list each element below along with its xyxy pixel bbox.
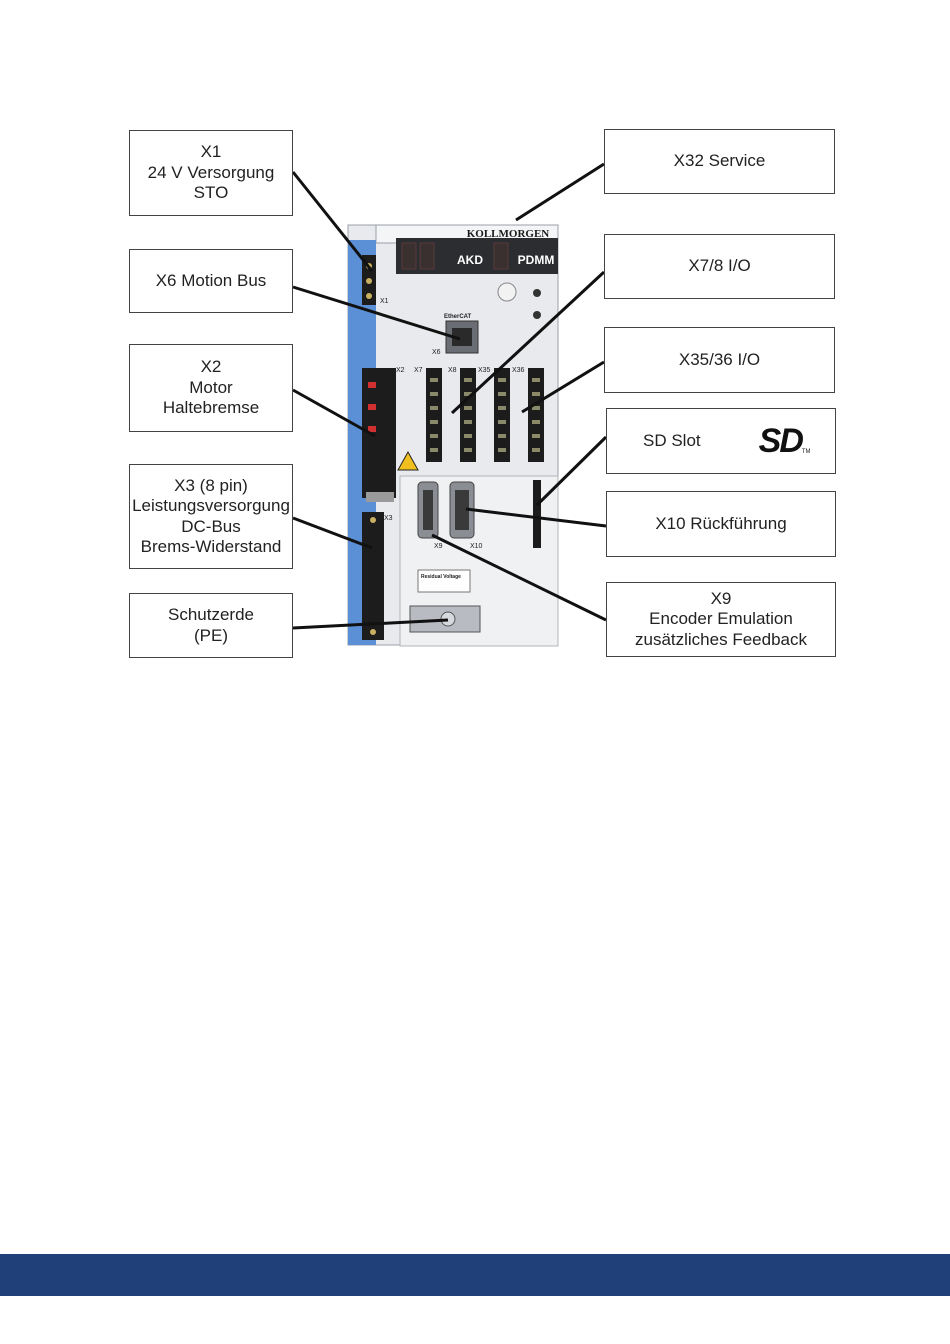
button-b1 <box>533 311 541 319</box>
rotary-switch <box>497 282 517 302</box>
ethercat-label: EtherCAT <box>444 314 472 320</box>
svg-text:X3: X3 <box>384 515 393 522</box>
callout-x6: X6 Motion Bus <box>129 249 293 313</box>
footer-bar <box>0 1254 950 1296</box>
svg-text:X9: X9 <box>434 543 443 550</box>
sd-logo-icon: SD <box>758 421 804 460</box>
callout-x9-line2: Encoder Emulation <box>649 609 793 629</box>
callout-x3536: X35/36 I/O <box>604 327 835 393</box>
callout-pe-line1: Schutzerde <box>168 605 254 624</box>
model-pdmm: PDMM <box>518 253 555 267</box>
sd-logo-tm: TM <box>801 448 811 455</box>
callout-x3-line3: DC-Bus <box>181 516 241 536</box>
sd-slot <box>533 480 541 548</box>
callout-x6-line1: X6 Motion Bus <box>155 270 267 290</box>
svg-text:X8: X8 <box>448 367 457 374</box>
leader-x1 <box>291 171 374 272</box>
callout-x78-line1: X7/8 I/O <box>688 256 751 276</box>
leader-x78 <box>450 270 606 415</box>
callout-x10: X10 Rückführung <box>606 491 836 557</box>
callout-sd: SD Slot SD TM <box>606 408 836 474</box>
svg-text:Residual Voltage: Residual Voltage <box>421 574 461 580</box>
callout-x1-line3: STO <box>193 183 229 203</box>
svg-text:X10: X10 <box>470 543 483 550</box>
leader-sd <box>535 435 608 507</box>
callout-x10-line1: X10 Rückführung <box>655 513 787 533</box>
callout-x1-line1: X1 <box>200 142 222 162</box>
leader-x2 <box>292 388 376 438</box>
callout-pe: Schutzerde (PE) <box>129 593 293 658</box>
connector-x7 <box>426 368 442 462</box>
leader-x9 <box>431 533 607 622</box>
callout-x9-line3: zusätzliches Feedback <box>635 629 807 649</box>
svg-text:X6: X6 <box>432 349 441 356</box>
callout-x3: X3 (8 pin) Leistungsversorgung DC-Bus Br… <box>129 464 293 569</box>
callout-x9: X9 Encoder Emulation zusätzliches Feedba… <box>606 582 836 657</box>
callout-x3-line4: Brems-Widerstand <box>140 537 282 556</box>
connector-x6 <box>445 320 479 354</box>
leader-x6 <box>292 285 461 341</box>
callout-x1-line2: 24 V Versorgung <box>147 162 275 182</box>
warning-triangle <box>397 450 419 471</box>
button-b2 <box>533 289 541 297</box>
svg-text:X7: X7 <box>414 367 423 374</box>
callout-x2-line3: Haltebremse <box>162 398 260 418</box>
svg-text:X2: X2 <box>396 367 405 374</box>
callout-pe-line2: (PE) <box>194 625 228 645</box>
leader-x3 <box>292 516 373 550</box>
callout-x32-line1: X32 Service <box>673 151 766 171</box>
callout-x3-line1: X3 (8 pin) <box>174 475 248 495</box>
callout-x1: X1 24 V Versorgung STO <box>129 130 293 216</box>
brand-logo: KOLLMORGEN <box>467 228 550 240</box>
svg-text:X35: X35 <box>478 367 491 374</box>
leader-pe <box>292 618 449 630</box>
callout-x32: X32 Service <box>604 129 835 194</box>
connector-x36 <box>528 368 544 462</box>
leader-x10 <box>465 507 607 528</box>
device-illustration: KOLLMORGEN AKD PDMM X1 EtherCAT X6 X2 X7… <box>291 162 608 647</box>
callout-x3536-line1: X35/36 I/O <box>678 349 761 369</box>
callout-x78: X7/8 I/O <box>604 234 835 299</box>
leader-x32 <box>515 162 605 222</box>
connector-x35 <box>494 368 510 462</box>
svg-text:X36: X36 <box>512 367 525 374</box>
callout-x2-line1: X2 <box>200 357 222 377</box>
callout-x9-line1: X9 <box>710 588 732 608</box>
connector-x3 <box>362 512 384 640</box>
connector-x8 <box>460 368 476 462</box>
callout-sd-line1: SD Slot <box>643 430 701 450</box>
callout-x2-line2: Motor <box>189 377 233 397</box>
model-akd: AKD <box>457 253 483 267</box>
residual-voltage-label <box>417 569 471 593</box>
svg-text:X1: X1 <box>380 298 389 305</box>
callout-x2: X2 Motor Haltebremse <box>129 344 293 432</box>
callout-x3-line2: Leistungsversorgung <box>132 496 290 515</box>
leader-x3536 <box>521 360 605 414</box>
